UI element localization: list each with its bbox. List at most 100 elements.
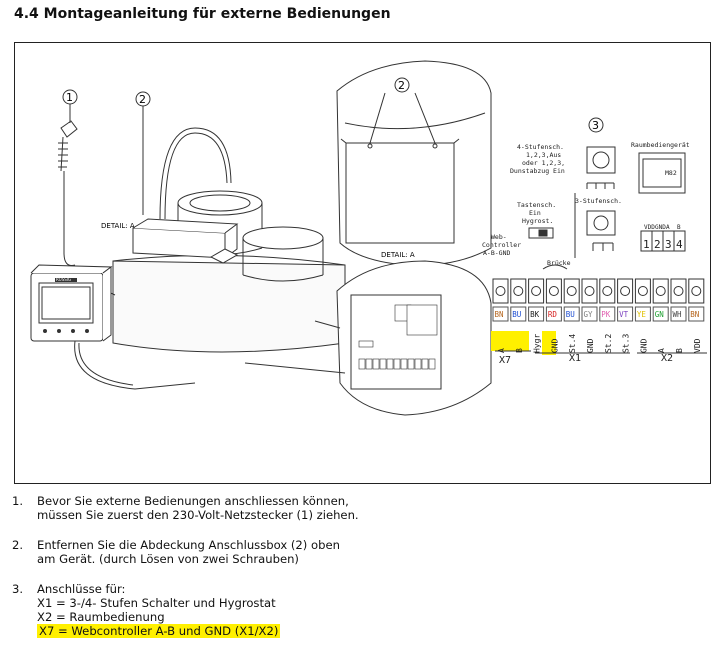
callout-2-left: 2 bbox=[135, 91, 151, 107]
switch4-symbol bbox=[586, 146, 616, 189]
svg-text:1: 1 bbox=[643, 238, 650, 251]
screw-head-icon bbox=[673, 286, 684, 296]
raumbedien-label: Raumbediengerät bbox=[631, 141, 690, 149]
step-text-line: X2 = Raumbedienung bbox=[37, 610, 165, 624]
group-x7: X7 bbox=[499, 355, 511, 366]
wire-code: GY bbox=[584, 310, 594, 319]
switch3-symbol bbox=[574, 193, 616, 258]
svg-text:Hygrost.: Hygrost. bbox=[522, 217, 553, 225]
svg-text:2: 2 bbox=[654, 238, 661, 251]
svg-text:Ein: Ein bbox=[529, 209, 541, 217]
step-text-line: am Gerät. (durch Lösen von zwei Schraube… bbox=[37, 552, 299, 566]
svg-text:1,2,3,Aus: 1,2,3,Aus bbox=[526, 151, 561, 159]
wire-code: BU bbox=[566, 310, 575, 319]
raumbedien-value: M82 bbox=[665, 169, 677, 177]
group-x1: X1 bbox=[569, 353, 581, 364]
x7-highlight bbox=[491, 331, 529, 351]
step-text-line: Entfernen Sie die Abdeckung Anschlussbox… bbox=[37, 538, 340, 552]
unit-drawing bbox=[30, 103, 346, 390]
svg-text:A: A bbox=[666, 224, 670, 231]
instruction-list: 1. Bevor Sie externe Bedienungen anschli… bbox=[12, 494, 712, 654]
step-text-line: X1 = 3-/4- Stufen Schalter und Hygrostat bbox=[37, 596, 276, 610]
wire-code-box bbox=[652, 306, 669, 322]
callout-1: 1 bbox=[62, 89, 78, 105]
terminal-label: Hygr bbox=[533, 334, 542, 353]
screw-head-icon bbox=[655, 286, 666, 296]
terminal-label: St.4 bbox=[568, 334, 577, 353]
terminal-label: VDD bbox=[693, 338, 702, 353]
terminal-label: St.2 bbox=[604, 334, 613, 353]
svg-text:2: 2 bbox=[139, 93, 146, 106]
wire-code-box bbox=[492, 306, 509, 322]
step-text-line: Anschlüsse für: bbox=[37, 582, 126, 596]
screw-head-icon bbox=[495, 286, 506, 296]
group-labels: X7 X1 X2 bbox=[499, 353, 673, 366]
wire-code-box bbox=[688, 306, 705, 322]
screw-head-icon bbox=[584, 286, 595, 296]
svg-text:B: B bbox=[677, 224, 681, 231]
terminal-label: A bbox=[657, 348, 666, 353]
x2-pin-labels: VDD GND A B bbox=[644, 224, 681, 231]
taster-label: Tastensch. Ein Hygrost. bbox=[517, 201, 556, 225]
wire-code-box bbox=[563, 306, 580, 322]
svg-text:4: 4 bbox=[676, 238, 683, 251]
svg-text:2: 2 bbox=[398, 79, 405, 92]
wire-code-box bbox=[670, 306, 687, 322]
web-label: Web- Controller A-B-GND bbox=[482, 233, 521, 257]
wire-code: BN bbox=[495, 310, 504, 319]
wire-code: VT bbox=[619, 310, 629, 319]
step-2: 2. Entfernen Sie die Abdeckung Anschluss… bbox=[12, 538, 712, 566]
mini-terminals bbox=[358, 304, 438, 370]
screw-head-icon bbox=[602, 286, 613, 296]
group-brackets bbox=[495, 350, 707, 354]
callout-2-detail: 2 bbox=[394, 77, 410, 93]
installation-diagram: RUSSIG 1 2 DETAIL: A 2 D bbox=[30, 60, 707, 416]
screw-head-icon bbox=[566, 286, 577, 296]
group-x2: X2 bbox=[661, 353, 673, 364]
raumbedien-symbol bbox=[638, 152, 686, 194]
svg-text:3: 3 bbox=[665, 238, 672, 251]
switch3-label: 3-Stufensch. bbox=[575, 197, 622, 205]
svg-text:VDD: VDD bbox=[644, 224, 655, 231]
screw-head-icon bbox=[548, 286, 559, 296]
svg-text:1: 1 bbox=[66, 91, 73, 104]
wire-code: YE bbox=[637, 310, 647, 319]
controller-logo-bar bbox=[55, 278, 77, 282]
screw-head-icon bbox=[513, 286, 524, 296]
wire-code-box bbox=[510, 306, 527, 322]
wire-code-box bbox=[528, 306, 545, 322]
detail-label-inset: DETAIL: A bbox=[381, 251, 415, 259]
svg-text:Dunstabzug Ein: Dunstabzug Ein bbox=[510, 167, 565, 175]
step-text-line: Bevor Sie externe Bedienungen anschliess… bbox=[37, 494, 349, 508]
wire-code: RD bbox=[548, 310, 558, 319]
terminal-label: St.3 bbox=[622, 334, 631, 353]
wire-code-box bbox=[617, 306, 634, 322]
wire-code-box bbox=[581, 306, 598, 322]
screw-head-icon bbox=[691, 286, 702, 296]
wire-code-box bbox=[545, 306, 562, 322]
controller-brand: RUSSIG bbox=[56, 277, 71, 282]
terminal-label: GND bbox=[639, 338, 648, 353]
step-number: 2. bbox=[12, 538, 24, 552]
terminal-label: B bbox=[675, 348, 684, 353]
step-number: 1. bbox=[12, 494, 24, 508]
highlighted-line: X7 = Webcontroller A-B und GND (X1/X2) bbox=[37, 624, 281, 638]
svg-text:GND: GND bbox=[655, 224, 666, 231]
wire-code: PK bbox=[601, 310, 611, 319]
step-text-line: müssen Sie zuerst den 230-Volt-Netzsteck… bbox=[37, 508, 359, 522]
step-1: 1. Bevor Sie externe Bedienungen anschli… bbox=[12, 494, 712, 522]
callout-3: 3 bbox=[588, 117, 604, 133]
installation-figure: RUSSIG 1 2 DETAIL: A 2 D bbox=[14, 42, 711, 484]
svg-text:oder 1,2,3,: oder 1,2,3, bbox=[522, 159, 565, 167]
svg-text:4-Stufensch.: 4-Stufensch. bbox=[517, 143, 564, 151]
detail-label: DETAIL: A bbox=[101, 222, 135, 230]
wire-code: BK bbox=[530, 310, 540, 319]
taster-symbol bbox=[528, 227, 554, 239]
screw-head-icon bbox=[637, 286, 648, 296]
wire-code: BU bbox=[512, 310, 521, 319]
terminal-label: GND bbox=[586, 338, 595, 353]
wire-code: BN bbox=[690, 310, 699, 319]
svg-text:Tastensch.: Tastensch. bbox=[517, 201, 556, 209]
section-heading: 4.4 Montageanleitung für externe Bedienu… bbox=[14, 6, 391, 22]
